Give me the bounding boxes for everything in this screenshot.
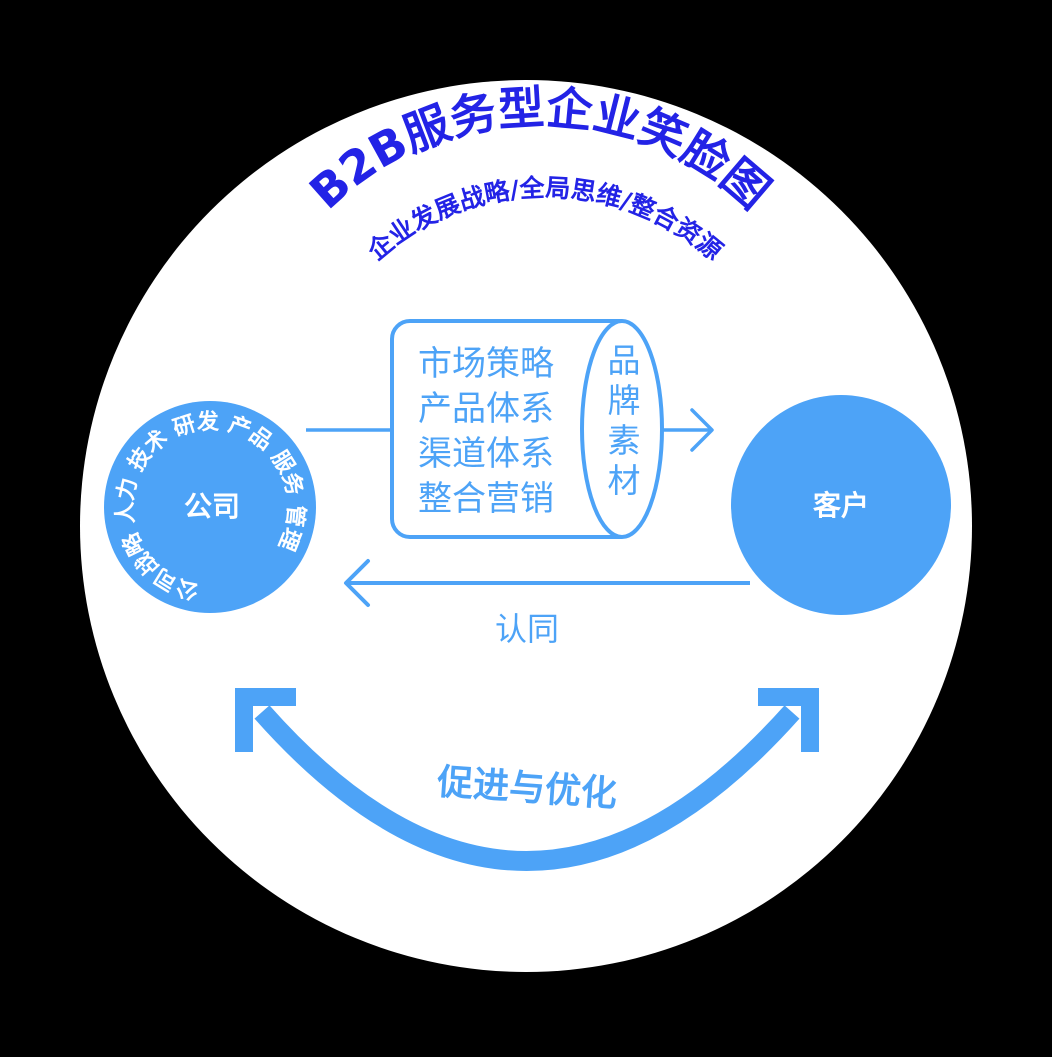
company-circle <box>104 401 316 613</box>
brand-label-char: 素 <box>608 421 641 460</box>
smile-arrow-head-right <box>758 688 819 752</box>
company-label: 公司 <box>184 490 240 523</box>
customer-label: 客户 <box>813 489 869 522</box>
smile-arrow-head-left <box>235 688 296 752</box>
offering-item: 市场策略 <box>418 344 554 384</box>
feedback-label: 认同 <box>495 610 559 648</box>
brand-label-char: 牌 <box>608 381 641 420</box>
offering-box <box>390 319 664 539</box>
brand-label: 品牌素材 <box>608 341 641 500</box>
brand-label-char: 品 <box>608 341 641 380</box>
offering-list: 市场策略 产品体系 渠道体系 整合营销 <box>418 344 554 519</box>
brand-label-char: 材 <box>608 461 641 500</box>
offering-item: 产品体系 <box>418 389 554 429</box>
forward-arrow-head <box>690 408 714 452</box>
offering-item: 整合营销 <box>418 479 554 519</box>
feedback-arrow-head <box>344 559 370 607</box>
customer-circle <box>731 395 951 615</box>
smile-arc <box>254 705 800 871</box>
offering-item: 渠道体系 <box>418 434 554 474</box>
offering-box-cap <box>580 319 623 539</box>
